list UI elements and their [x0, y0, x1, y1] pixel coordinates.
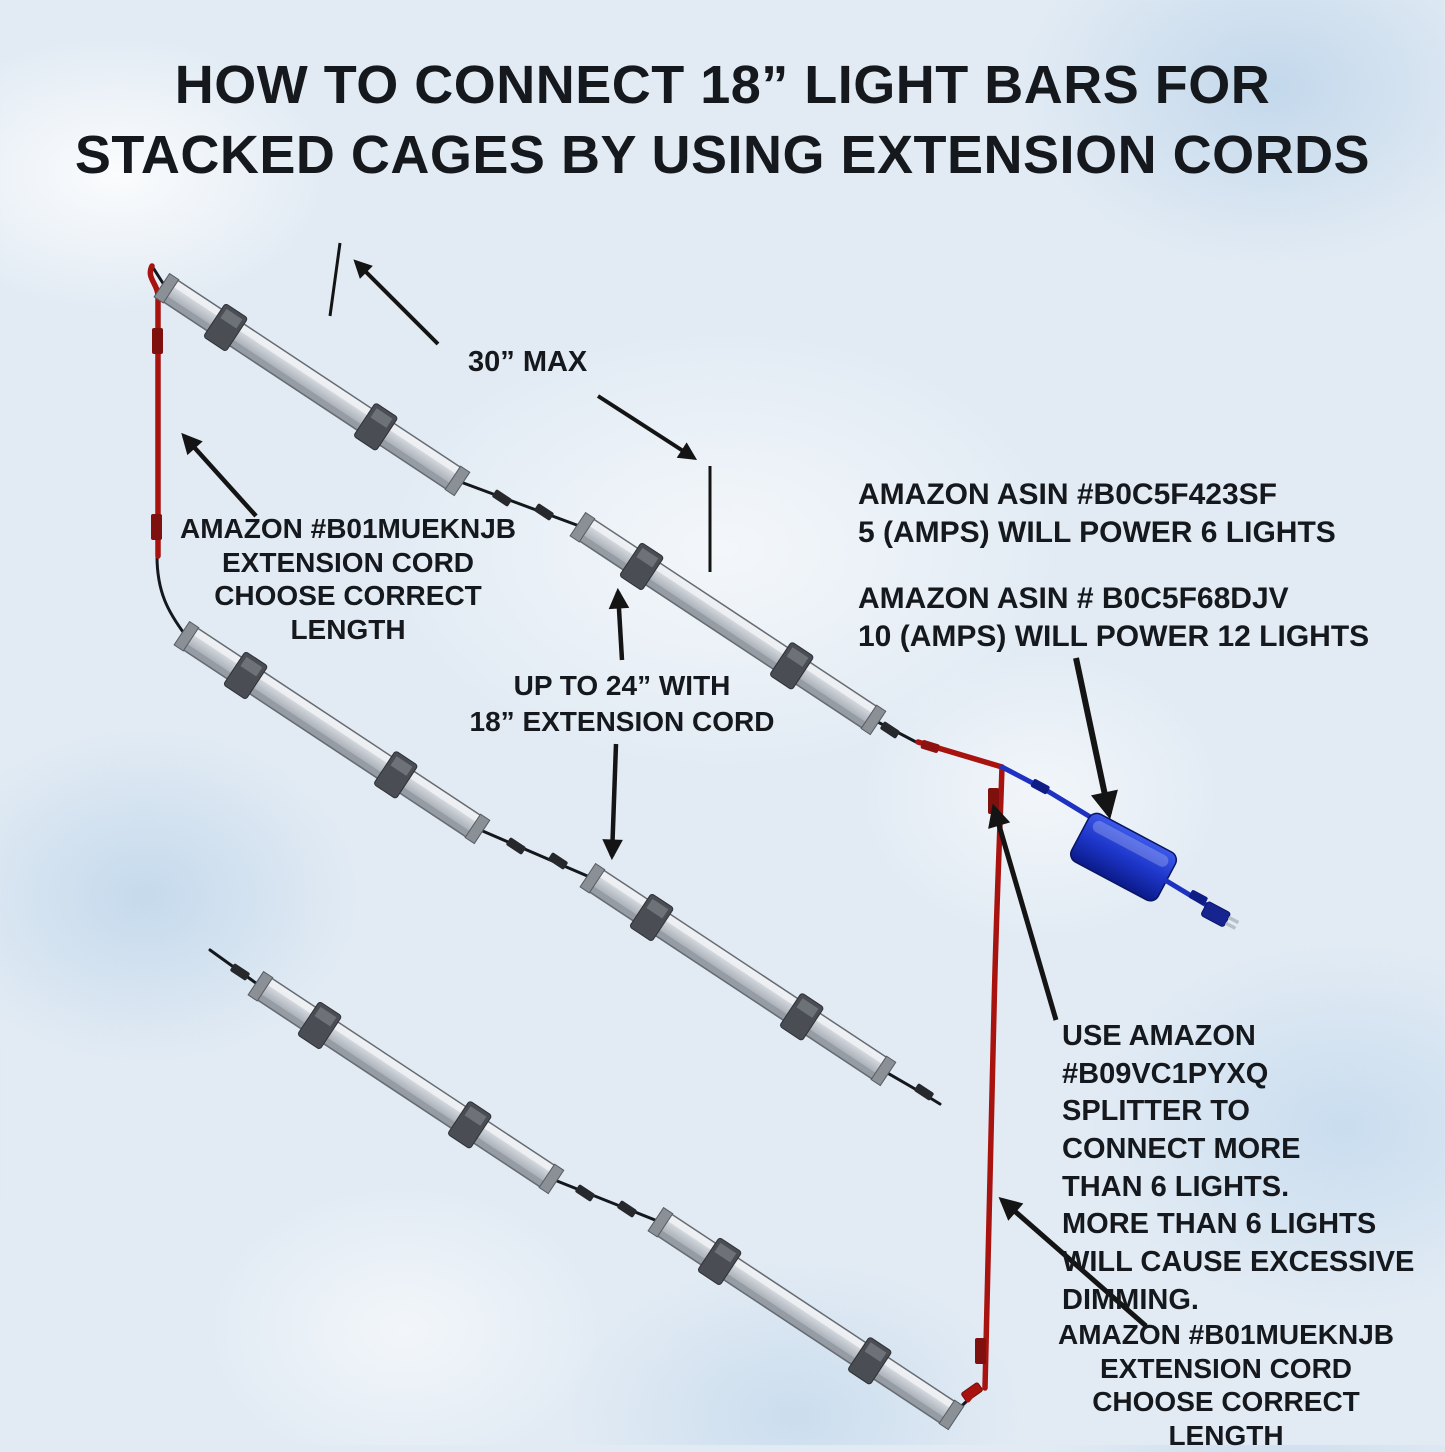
page-title: HOW TO CONNECT 18” LIGHT BARS FOR STACKE… [0, 50, 1445, 190]
light-bar-row3-a [244, 965, 568, 1200]
title-line-2: STACKED CAGES BY USING EXTENSION CORDS [74, 125, 1371, 186]
light-bar-cables [150, 264, 970, 1417]
light-bar-row1-a [150, 267, 474, 502]
annotation-line: 18” EXTENSION CORD [469, 706, 775, 738]
annotation-line: CHOOSE CORRECT LENGTH [214, 580, 482, 645]
annotation-line: 10 (AMPS) WILL POWER 12 LIGHTS [858, 620, 1370, 654]
annotation-30-max: 30” MAX [468, 346, 587, 379]
annotation-line: AMAZON #B01MUEKNJB [1057, 1319, 1395, 1350]
power-plug [1201, 901, 1240, 930]
power-brick [1070, 812, 1178, 902]
annotation-line: DIMMING. [1062, 1283, 1199, 1316]
annotation-line: EXTENSION CORD [221, 546, 475, 578]
annotation-line: 5 (AMPS) WILL POWER 6 LIGHTS [858, 516, 1336, 550]
annotation-line: SPLITTER TO [1062, 1095, 1250, 1128]
annotation-line: MORE THAN 6 LIGHTS [1062, 1208, 1377, 1241]
annotation-left-extension-cord: AMAZON #B01MUEKNJB EXTENSION CORD CHOOSE… [165, 512, 531, 646]
arrow-24in-down [602, 743, 623, 861]
light-bar-row2-b [576, 857, 900, 1092]
annotation-24in-extension: UP TO 24” WITH 18” EXTENSION CORD [452, 668, 792, 741]
dimension-30-max [328, 242, 712, 572]
title-line-1: HOW TO CONNECT 18” LIGHT BARS FOR [174, 55, 1271, 115]
arrow-bottom-cord-note [998, 1196, 1148, 1328]
annotation-power-5amp: AMAZON ASIN #B0C5F423SF 5 (AMPS) WILL PO… [858, 476, 1336, 552]
annotation-line: UP TO 24” WITH [513, 670, 731, 701]
annotation-bottom-extension-cord: AMAZON #B01MUEKNJB EXTENSION CORD CHOOSE… [1038, 1318, 1414, 1452]
annotation-line: 30” MAX [468, 346, 588, 378]
cord-connector [152, 328, 163, 354]
power-supply [999, 764, 1240, 930]
annotation-line: AMAZON ASIN # B0C5F68DJV [858, 582, 1289, 615]
cable-connectors [230, 489, 934, 1218]
annotation-line: EXTENSION CORD [1099, 1352, 1353, 1384]
arrow-power-supply [1073, 657, 1118, 820]
power-cable-connector [1030, 779, 1050, 795]
annotation-power-10amp: AMAZON ASIN # B0C5F68DJV 10 (AMPS) WILL … [858, 580, 1369, 656]
pointer-arrows [181, 432, 1148, 1328]
annotation-splitter: USE AMAZON #B09VC1PYXQ SPLITTER TO CONNE… [1062, 1018, 1445, 1320]
annotation-line: WILL CAUSE EXCESSIVE [1062, 1246, 1415, 1279]
cord-connector [920, 740, 940, 753]
annotation-line: CONNECT MORE [1062, 1133, 1301, 1166]
light-bar-row2-a [170, 615, 494, 850]
annotation-line: AMAZON #B01MUEKNJB [179, 513, 517, 544]
power-cable-connector [1188, 890, 1208, 906]
dimension-arrow-upper [353, 259, 440, 346]
annotation-line: THAN 6 LIGHTS. [1062, 1170, 1290, 1203]
annotation-line: AMAZON ASIN #B0C5F423SF [858, 478, 1277, 511]
arrow-left-cord-note [181, 432, 258, 518]
cord-connector [975, 1338, 986, 1364]
annotation-line: CHOOSE CORRECT LENGTH [1092, 1386, 1360, 1451]
arrow-24in-up [608, 587, 630, 661]
arrow-splitter-note [988, 803, 1059, 1021]
light-bar-row3-b [644, 1201, 968, 1436]
annotation-line: USE AMAZON #B09VC1PYXQ [1062, 1020, 1269, 1090]
extension-cord-left [147, 263, 163, 559]
extension-cord-right [915, 739, 1005, 1403]
cord-connector [151, 514, 162, 540]
dimension-arrow-lower [596, 394, 698, 460]
